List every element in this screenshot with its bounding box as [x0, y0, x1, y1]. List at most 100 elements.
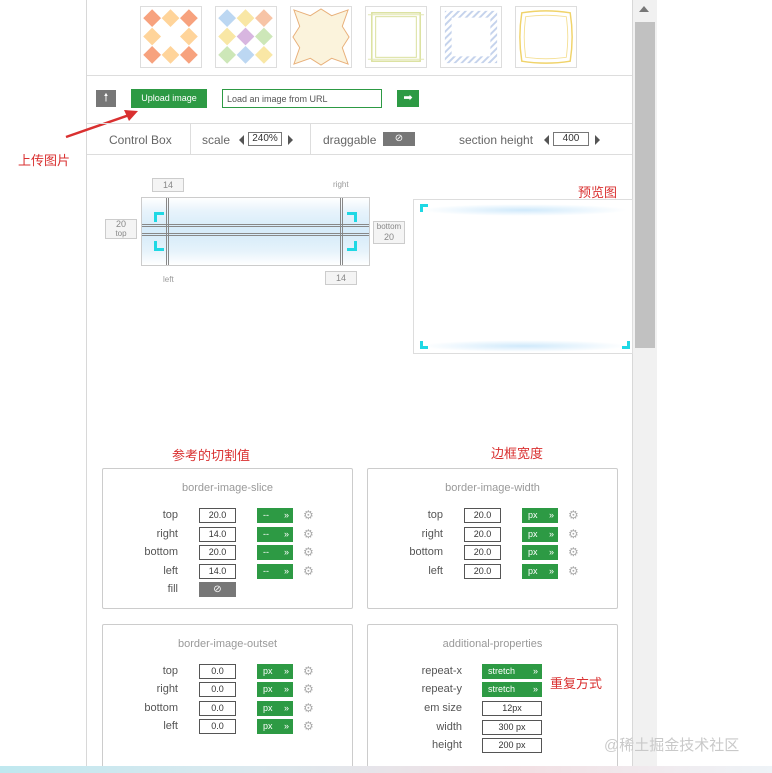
section-height-decrease-icon[interactable]	[544, 135, 549, 145]
slice-top-unit-select[interactable]: --»	[257, 508, 293, 523]
outset-row-right: right 0.0 px» ⚙	[103, 682, 352, 697]
load-url-button[interactable]: ➡	[397, 90, 419, 107]
outset-left-input[interactable]: 0.0	[199, 719, 236, 734]
slice-left-unit-select[interactable]: --»	[257, 564, 293, 579]
draggable-toggle[interactable]: ⊘	[383, 132, 415, 146]
width-bottom-input[interactable]: 20.0	[464, 545, 501, 560]
gear-icon[interactable]: ⚙	[568, 564, 579, 578]
unit-label: px	[263, 684, 273, 694]
gear-icon[interactable]: ⚙	[303, 545, 314, 559]
width-input[interactable]: 300 px	[482, 720, 542, 735]
gear-icon[interactable]: ⚙	[303, 682, 314, 696]
gear-icon[interactable]: ⚙	[303, 701, 314, 715]
gear-icon[interactable]: ⚙	[303, 508, 314, 522]
preset-thumbnail-striped-frame[interactable]	[440, 6, 502, 68]
repeat-x-select[interactable]: stretch »	[482, 664, 542, 679]
width-bottom-unit-select[interactable]: px »	[522, 545, 558, 560]
scroll-up-icon[interactable]	[639, 6, 649, 12]
outset-right-unit-select[interactable]: px»	[257, 682, 293, 697]
section-height-increase-icon[interactable]	[595, 135, 600, 145]
unit-label: px	[528, 547, 538, 557]
preset-thumbnail-line-frame[interactable]	[365, 6, 427, 68]
unit-label: --	[263, 529, 269, 539]
scrollbar-thumb[interactable]	[635, 22, 655, 348]
annotation-arrow-icon	[65, 110, 138, 139]
preset-thumbnail-pastel-diamonds[interactable]	[215, 6, 277, 68]
top-offset-value[interactable]: 14	[152, 178, 184, 192]
slice-row-fill: fill ⊘	[103, 582, 352, 597]
outset-bottom-input[interactable]: 0.0	[199, 701, 236, 716]
outset-top-unit-select[interactable]: px»	[257, 664, 293, 679]
width-top-unit-select[interactable]: px»	[522, 508, 558, 523]
slice-bottom-input[interactable]: 20.0	[199, 545, 236, 560]
height-row: height 200 px	[368, 738, 617, 753]
gear-icon[interactable]: ⚙	[303, 664, 314, 678]
outset-right-input[interactable]: 0.0	[199, 682, 236, 697]
width-row-bottom: bottom 20.0 px» ⚙	[368, 545, 617, 560]
repeat-y-select[interactable]: stretch»	[482, 682, 542, 697]
row-label: width	[436, 721, 462, 733]
bottom-slice-number: 20	[383, 232, 394, 242]
gear-icon[interactable]: ⚙	[568, 508, 579, 522]
slice-bottom-unit-select[interactable]: --»	[257, 545, 293, 560]
preset-thumbnail-diamonds[interactable]	[140, 6, 202, 68]
em-size-row: em size 12px	[368, 701, 617, 716]
select-value: stretch	[488, 666, 516, 676]
left-handle-label: left	[163, 275, 174, 284]
annotation-preview: 预览图	[578, 185, 618, 200]
gear-icon[interactable]: ⚙	[303, 527, 314, 541]
outset-left-unit-select[interactable]: px»	[257, 719, 293, 734]
slice-right-input[interactable]: 14.0	[199, 527, 236, 542]
top-slice-value[interactable]: 20 top	[105, 219, 137, 239]
right-slice-guide[interactable]	[340, 198, 343, 265]
section-height-value[interactable]: 400	[553, 132, 589, 146]
preset-thumbnail-star-frame[interactable]	[290, 6, 352, 68]
gear-icon[interactable]: ⚙	[568, 527, 579, 541]
chevron-down-icon: »	[532, 666, 538, 676]
outset-row-top: top 0.0 px» ⚙	[103, 664, 352, 679]
top-handle-label: top	[115, 229, 127, 238]
scale-increase-icon[interactable]	[288, 135, 293, 145]
border-preview	[413, 199, 633, 354]
gear-icon[interactable]: ⚙	[303, 564, 314, 578]
upload-image-button[interactable]: Upload image	[131, 89, 207, 108]
outset-row-left: left 0.0 px» ⚙	[103, 719, 352, 734]
chevron-down-icon: »	[548, 547, 554, 557]
unit-label: px	[528, 510, 538, 520]
gear-icon[interactable]: ⚙	[303, 719, 314, 733]
width-top-input[interactable]: 20.0	[464, 508, 501, 523]
chevron-down-icon: »	[283, 510, 289, 520]
width-right-input[interactable]: 20.0	[464, 527, 501, 542]
slice-left-input[interactable]: 14.0	[199, 564, 236, 579]
height-input[interactable]: 200 px	[482, 738, 542, 753]
bottom-offset-value[interactable]: 14	[325, 271, 357, 285]
slice-right-unit-select[interactable]: --»	[257, 527, 293, 542]
left-slice-guide[interactable]	[166, 198, 169, 265]
toolbar-divider	[310, 124, 311, 154]
width-left-input[interactable]: 20.0	[464, 564, 501, 579]
chevron-down-icon: »	[548, 566, 554, 576]
scrollbar[interactable]	[633, 0, 657, 773]
top-slice-guide[interactable]	[142, 224, 369, 227]
scale-value[interactable]: 240%	[248, 132, 282, 146]
unit-label: px	[528, 529, 538, 539]
slice-editor-canvas[interactable]	[141, 197, 370, 266]
scale-decrease-icon[interactable]	[239, 135, 244, 145]
image-url-input[interactable]	[222, 89, 382, 108]
upload-arrow-button[interactable]: 🠕	[96, 90, 116, 107]
slice-top-input[interactable]: 20.0	[199, 508, 236, 523]
annotation-slice-reference: 参考的切割值	[172, 448, 251, 463]
em-size-input[interactable]: 12px	[482, 701, 542, 716]
bottom-slice-guide[interactable]	[142, 233, 369, 236]
bottom-slice-value[interactable]: bottom 20	[373, 221, 405, 244]
fill-toggle[interactable]: ⊘	[199, 582, 236, 597]
outset-bottom-unit-select[interactable]: px»	[257, 701, 293, 716]
preset-thumbnail-ornate-frame[interactable]	[515, 6, 577, 68]
forbidden-icon: ⊘	[394, 133, 404, 144]
gear-icon[interactable]: ⚙	[568, 545, 579, 559]
outset-top-input[interactable]: 0.0	[199, 664, 236, 679]
width-row-left: left 20.0 px» ⚙	[368, 564, 617, 579]
width-right-unit-select[interactable]: px»	[522, 527, 558, 542]
row-label: left	[428, 565, 443, 577]
width-left-unit-select[interactable]: px»	[522, 564, 558, 579]
